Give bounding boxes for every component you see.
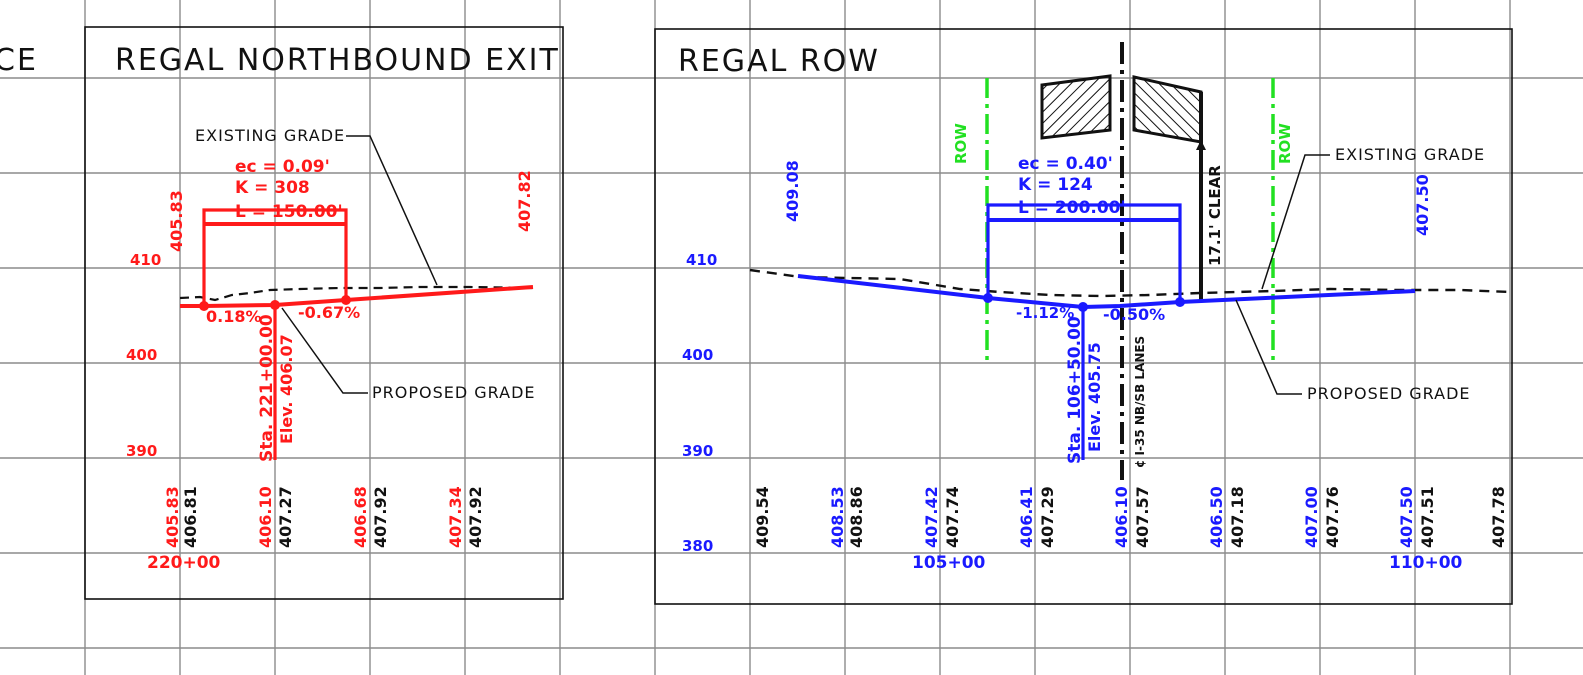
right-bottom-proposed-5: 406.10 — [1112, 486, 1131, 548]
right-existing-grade-label: EXISTING GRADE — [1335, 145, 1485, 164]
right-bottom-existing-9: 407.78 — [1489, 486, 1508, 548]
right-bottom-existing-3: 407.74 — [943, 486, 962, 548]
right-elev-tick-390: 390 — [682, 442, 713, 460]
left-elev-tick-400: 400 — [126, 346, 157, 364]
left-grade-in: 0.18% — [206, 307, 262, 326]
left-bottom-proposed-2: 406.10 — [256, 486, 275, 548]
left-station-label: 220+00 — [147, 553, 221, 573]
left-bottom-existing-1: 406.81 — [181, 486, 200, 548]
left-existing-grade-label: EXISTING GRADE — [195, 126, 345, 145]
left-sheet-title: REGAL NORTHBOUND EXIT — [115, 43, 560, 78]
right-curve-k: K = 124 — [1018, 175, 1093, 195]
right-top-elev-left: 409.08 — [783, 160, 802, 222]
right-proposed-grade-line — [797, 274, 1416, 310]
right-bottom-proposed-2: 408.53 — [828, 486, 847, 548]
left-proposed-leader — [281, 307, 368, 394]
row-label-left: ROW — [952, 123, 970, 164]
bridge-structure — [1040, 74, 1206, 302]
left-top-elev-right: 407.82 — [515, 170, 534, 232]
centerline-label: ¢ I-35 NB/SB LANES — [1133, 336, 1147, 468]
right-bottom-existing-7: 407.76 — [1323, 486, 1342, 548]
left-pvi-elev: Elev. 406.07 — [277, 334, 296, 444]
left-bottom-proposed-1: 405.83 — [163, 486, 182, 548]
row-label-right: ROW — [1276, 123, 1294, 164]
right-existing-grade-line — [749, 268, 1511, 298]
left-existing-grade-line — [179, 285, 534, 302]
right-profile — [749, 203, 1511, 460]
left-existing-leader — [346, 135, 438, 286]
right-bottom-existing-1: 409.54 — [753, 486, 772, 548]
right-grade-out: -0.50% — [1103, 305, 1165, 324]
left-bottom-proposed-3: 406.68 — [351, 486, 370, 548]
right-bottom-proposed-6: 406.50 — [1207, 486, 1226, 548]
left-top-elev-left: 405.83 — [167, 190, 186, 252]
left-curve-k: K = 308 — [235, 178, 310, 198]
left-curve-ec: ec = 0.09' — [235, 157, 330, 177]
right-elev-tick-400: 400 — [682, 346, 713, 364]
right-grade-in: -1.12% — [1016, 304, 1074, 322]
left-bottom-existing-3: 407.92 — [371, 486, 390, 548]
right-bottom-existing-4: 407.29 — [1038, 486, 1057, 548]
right-pvi-station: Sta. 106+50.00 — [1065, 316, 1085, 464]
left-pvi-station: Sta. 221+00.00 — [257, 314, 277, 462]
left-bottom-existing-2: 407.27 — [276, 486, 295, 548]
left-sheet-frame — [84, 26, 564, 600]
right-existing-leader — [1261, 154, 1330, 290]
right-sheet-title: REGAL ROW — [678, 44, 880, 79]
clearance-label: 17.1' CLEAR — [1206, 165, 1224, 266]
right-bottom-proposed-7: 407.00 — [1302, 486, 1321, 548]
left-bottom-existing-4: 407.92 — [466, 486, 485, 548]
right-station-label-2: 110+00 — [1389, 553, 1463, 573]
right-top-elev-right: 407.50 — [1413, 174, 1432, 236]
right-curve-l: L = 200.00' — [1018, 198, 1126, 218]
right-bottom-existing-5: 407.57 — [1133, 486, 1152, 548]
right-elev-tick-380: 380 — [682, 537, 713, 555]
right-elev-tick-410: 410 — [686, 251, 717, 269]
right-bottom-proposed-8: 407.50 — [1397, 486, 1416, 548]
left-title-fragment: CE — [0, 43, 38, 78]
left-proposed-grade-label: PROPOSED GRADE — [372, 383, 536, 402]
right-bottom-proposed-4: 406.41 — [1017, 486, 1036, 548]
left-elev-tick-390: 390 — [126, 442, 157, 460]
right-bottom-proposed-3: 407.42 — [922, 486, 941, 548]
right-proposed-grade-label: PROPOSED GRADE — [1307, 384, 1471, 403]
right-bottom-existing-8: 407.51 — [1418, 486, 1437, 548]
right-proposed-leader — [1235, 299, 1302, 395]
right-pvi-elev: Elev. 405.75 — [1085, 342, 1104, 452]
left-elev-tick-410: 410 — [130, 251, 161, 269]
right-curve-bracket — [986, 203, 1182, 302]
left-curve-bracket — [202, 208, 348, 306]
right-bottom-existing-6: 407.18 — [1228, 486, 1247, 548]
right-curve-ec: ec = 0.40' — [1018, 154, 1113, 174]
right-station-label-1: 105+00 — [912, 553, 986, 573]
left-profile — [179, 208, 534, 460]
right-bottom-existing-2: 408.86 — [847, 486, 866, 548]
left-curve-l: L = 150.00' — [235, 202, 343, 222]
left-bottom-proposed-4: 407.34 — [446, 486, 465, 548]
left-grade-out: -0.67% — [298, 303, 360, 322]
right-sheet-frame — [654, 28, 1513, 605]
